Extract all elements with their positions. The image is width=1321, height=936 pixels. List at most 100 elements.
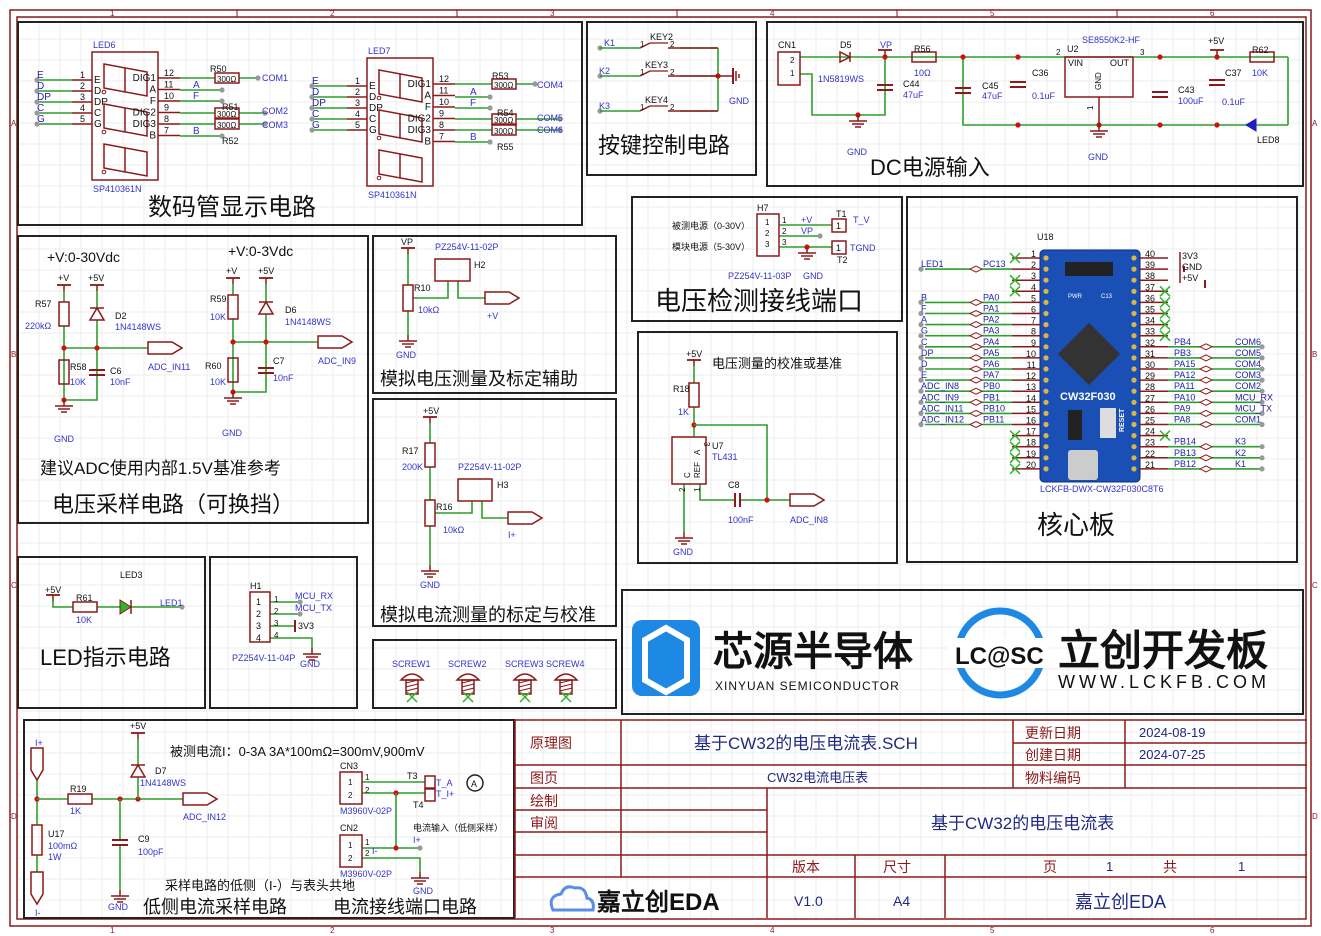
pin-label: PB14: [1174, 437, 1196, 447]
pin-number: 7: [439, 132, 444, 142]
wire: [800, 57, 886, 116]
lckfb-url: WWW.LCKFB.COM: [1058, 672, 1270, 692]
net-flag-icon: [968, 321, 984, 329]
net-label: ADC_IN11: [148, 362, 190, 372]
net-flag-icon: [1198, 443, 1214, 451]
net-endpoint: [1259, 366, 1265, 372]
net-endpoint: [309, 127, 315, 133]
net-label: A: [921, 315, 927, 325]
resistor-value: 100mΩ: [48, 841, 78, 851]
pin-name: GND: [1094, 72, 1103, 90]
net-label: COM5: [1235, 348, 1261, 358]
resistor-value: 300Ω: [494, 81, 513, 90]
net-label: ADC_IN8: [921, 381, 959, 391]
switch-ref: KEY3: [645, 60, 668, 70]
board-pin: [1043, 266, 1049, 272]
ruler-row-label: B: [1312, 350, 1317, 359]
junction-dot: [764, 497, 770, 503]
pin-label: PA0: [983, 292, 999, 302]
resistor: [911, 51, 937, 63]
line: [1159, 430, 1171, 442]
pin-number: 27: [1145, 393, 1155, 403]
pin-number: 38: [1145, 271, 1155, 281]
cap-value: 100pF: [138, 847, 164, 857]
pin-number: 2: [765, 229, 770, 238]
line: [1009, 452, 1021, 464]
line: [461, 683, 475, 688]
pin-name: G: [369, 125, 377, 136]
ruler-col-label: 3: [550, 926, 555, 935]
pin-number: 30: [1145, 360, 1155, 370]
pin-number: 1: [348, 841, 353, 850]
resistor-value: 10K: [76, 615, 92, 625]
pin-number: 3: [1140, 48, 1145, 57]
net-label: DP: [37, 92, 51, 103]
connector-part: M3960V-02P: [340, 806, 392, 816]
range-label: +V:0-3Vdc: [228, 243, 293, 259]
display-ref: LED7: [368, 46, 391, 56]
board-pin: [1043, 310, 1049, 317]
testpoint-ref: T3: [407, 771, 418, 781]
net-label: I+: [413, 835, 421, 845]
resistor: [214, 118, 240, 130]
net-endpoint: [1259, 444, 1265, 450]
cap-value: 47uF: [903, 90, 924, 100]
net-label: B: [921, 292, 927, 302]
pin-number: 19: [1026, 449, 1036, 459]
net-flag-icon: [1198, 387, 1214, 395]
net-label: C: [921, 337, 928, 347]
wire: [962, 57, 1288, 126]
tb-label: 尺寸: [883, 859, 911, 875]
resistor-ref: R17: [402, 446, 419, 456]
decimal-point: [376, 95, 382, 101]
pin-number: 22: [1145, 449, 1155, 459]
pin-name: C: [94, 108, 101, 119]
decimal-point: [376, 135, 382, 141]
net-label: I-: [372, 846, 378, 856]
page-total: 1: [1238, 859, 1245, 874]
net-port-icon: [507, 511, 544, 525]
pin-number: 36: [1145, 293, 1155, 303]
cap-value: 100nF: [728, 515, 754, 525]
header-ref: H3: [497, 480, 509, 490]
power-label: +5V: [130, 721, 146, 731]
source-label: 模块电源（5-30V）: [672, 241, 750, 252]
board-pin: [1131, 366, 1137, 372]
ruler-col-label: 5: [990, 9, 995, 18]
resistor-ref: R61: [76, 593, 93, 603]
ic-part: SE8550K2-HF: [1082, 35, 1141, 45]
resistor-ref: R50: [210, 64, 227, 74]
pin-number: 3: [355, 98, 360, 108]
ruler-col-label: 1: [110, 9, 115, 18]
tb-label: 图页: [530, 770, 558, 786]
digit-segment: [103, 103, 148, 137]
net-port-icon: [182, 792, 219, 806]
pin-name: A: [693, 449, 702, 455]
net-label: GND: [729, 96, 750, 106]
net-label: K2: [1235, 448, 1246, 458]
ruler-row-label: C: [1312, 581, 1318, 590]
cap-value: 10nF: [273, 373, 294, 383]
net-label: G: [921, 326, 928, 336]
net-endpoint: [918, 355, 924, 361]
pin-number: 11: [164, 80, 173, 90]
wires: [34, 45, 1289, 890]
net-endpoint: [297, 599, 303, 605]
pin-number: 2: [274, 607, 279, 616]
wire: [481, 501, 508, 519]
junction-dot: [61, 345, 67, 351]
voltage-sampling-section: [17, 235, 369, 524]
net-label: B: [470, 132, 477, 143]
net-label: GND: [108, 902, 129, 912]
resistor-value: 10K: [210, 377, 226, 387]
board-pin: [1131, 355, 1137, 361]
net-label: DP: [312, 98, 326, 109]
potentiometer: [402, 284, 414, 312]
calibration-section: [637, 331, 898, 564]
net-label: ADC_IN12: [183, 812, 226, 822]
resistor: [491, 124, 517, 136]
net-label: D: [37, 81, 44, 92]
net-flag-icon: [968, 265, 984, 273]
resistor-value: 300Ω: [494, 127, 513, 136]
board-pin: [1131, 277, 1137, 283]
